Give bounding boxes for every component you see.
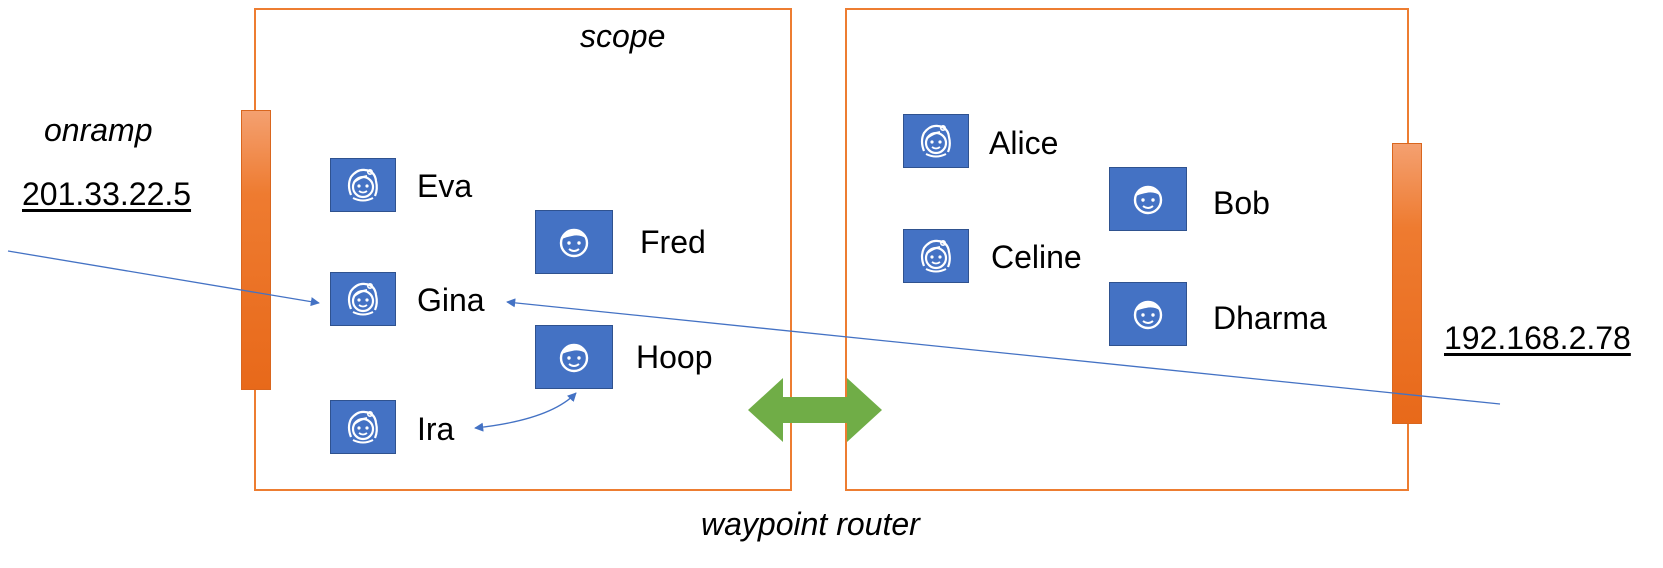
avatar-bob xyxy=(1109,167,1187,231)
right-connector xyxy=(506,298,1501,405)
person-name-alice: Alice xyxy=(989,125,1059,161)
avatar-alice xyxy=(903,114,969,168)
right-endpoint-bar xyxy=(1392,143,1422,424)
girl-face-icon xyxy=(347,410,378,444)
person-name-ira: Ira xyxy=(417,411,455,447)
hoop-ira-connector xyxy=(474,392,577,432)
person-name-dharma: Dharma xyxy=(1213,300,1327,336)
avatar-ira xyxy=(330,400,396,454)
avatar-dharma xyxy=(1109,282,1187,346)
person-name-hoop: Hoop xyxy=(636,339,713,375)
onramp-bar xyxy=(241,110,271,390)
girl-face-icon xyxy=(347,282,378,316)
person-name-celine: Celine xyxy=(991,239,1082,275)
onramp-connector xyxy=(7,250,320,307)
person-name-fred: Fred xyxy=(640,224,706,260)
boy-face-icon xyxy=(1133,185,1163,215)
girl-face-icon xyxy=(347,168,378,202)
scope-label: scope xyxy=(580,18,666,54)
person-name-gina: Gina xyxy=(417,282,485,318)
onramp-label: onramp xyxy=(44,112,153,148)
onramp-address: 201.33.22.5 xyxy=(22,176,192,212)
right-address: 192.168.2.78 xyxy=(1444,320,1631,356)
girl-face-icon xyxy=(920,124,951,158)
boy-face-icon xyxy=(559,228,589,258)
avatar-celine xyxy=(903,229,969,283)
avatar-eva xyxy=(330,158,396,212)
boy-face-icon xyxy=(559,343,589,373)
girl-face-icon xyxy=(920,239,951,273)
person-name-eva: Eva xyxy=(417,168,473,204)
router-arrow xyxy=(748,378,882,442)
avatar-fred xyxy=(535,210,613,274)
avatar-hoop xyxy=(535,325,613,389)
person-name-bob: Bob xyxy=(1213,185,1270,221)
avatar-gina xyxy=(330,272,396,326)
router-label: waypoint router xyxy=(701,506,920,542)
boy-face-icon xyxy=(1133,300,1163,330)
